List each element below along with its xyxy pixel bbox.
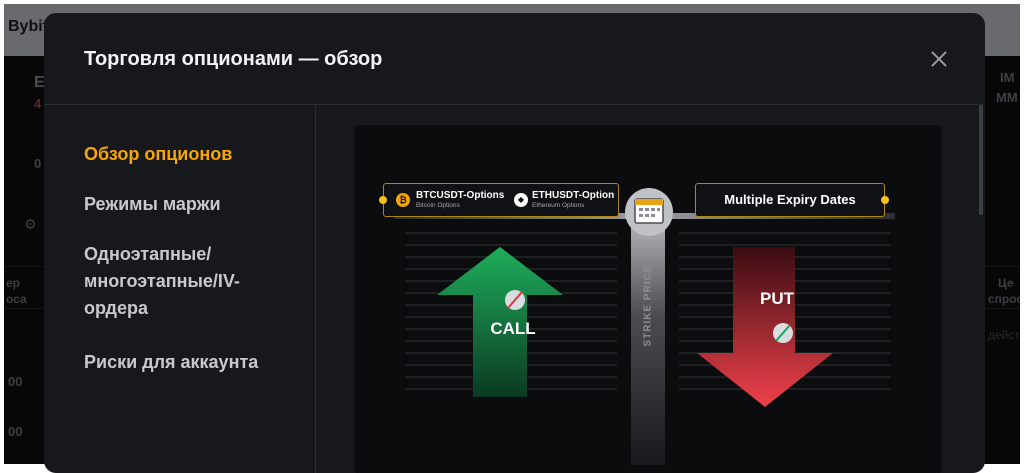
nav-item-options-overview[interactable]: Обзор опционов <box>84 144 233 164</box>
modal-title: Торговля опционами — обзор <box>84 48 383 70</box>
pill-dot <box>379 196 387 204</box>
nav-item-margin-modes[interactable]: Режимы маржи <box>84 194 221 214</box>
bg-fragment: дейст <box>988 328 1020 342</box>
chip-icon: ⚙ <box>24 216 37 232</box>
assets-pill: ₿ BTCUSDT-Options Bitcoin Options ◆ ETHU… <box>379 183 619 217</box>
calendar-icon <box>625 188 673 236</box>
bg-row-value: 00 <box>8 374 23 389</box>
bg-fragment: E <box>34 74 45 91</box>
options-illustration: ₿ BTCUSDT-Options Bitcoin Options ◆ ETHU… <box>355 125 941 473</box>
modal-scrollbar[interactable] <box>979 105 983 215</box>
eth-options-name: ETHUSDT-Option <box>532 190 615 201</box>
brand-logo: Bybit <box>8 18 48 35</box>
bitcoin-icon: ₿ <box>396 193 410 207</box>
bg-row-value: 00 <box>8 424 23 439</box>
btc-options-asset: BTCUSDT-Options Bitcoin Options <box>416 190 504 209</box>
nav-item-account-risks[interactable]: Риски для аккаунта <box>84 352 259 372</box>
ethereum-icon: ◆ <box>514 193 528 207</box>
call-arrow <box>437 247 563 397</box>
options-overview-modal: Торговля опционами — обзор Обзор опционо… <box>44 13 985 473</box>
bg-col-header: спрос <box>988 292 1020 306</box>
bg-fragment: 4 <box>34 96 42 111</box>
put-arrow <box>697 247 833 407</box>
bg-col-header: оса <box>6 292 27 306</box>
pill-dot <box>881 196 889 204</box>
bg-fragment: IM <box>1000 70 1015 85</box>
expiry-label: Multiple Expiry Dates <box>724 192 856 207</box>
btc-options-name: BTCUSDT-Options <box>416 190 505 201</box>
modal-header: Торговля опционами — обзор <box>44 13 985 105</box>
bg-fragment: MM <box>996 90 1018 105</box>
nav-item-order-types[interactable]: Одноэтапные/многоэтапные/IV-ордера <box>84 244 240 318</box>
strike-price-label: STRIKE PRICE <box>642 264 654 347</box>
put-label: PUT <box>760 289 794 308</box>
expiry-pill: Multiple Expiry Dates <box>695 183 889 217</box>
eth-options-sub: Ethereum Options <box>532 202 585 209</box>
bg-col-header: ер <box>6 276 21 290</box>
bg-fragment: 0 <box>34 156 42 171</box>
modal-sidebar: Обзор опционов Режимы маржи Одноэтапные/… <box>44 105 316 473</box>
illustration-graphic <box>395 188 895 465</box>
close-icon[interactable] <box>929 49 949 69</box>
eth-options-asset: ETHUSDT-Option Ethereum Options <box>532 190 614 209</box>
strike-column <box>631 215 665 465</box>
btc-options-sub: Bitcoin Options <box>416 202 460 209</box>
bg-col-header: Це <box>998 276 1014 290</box>
call-label: CALL <box>490 319 536 338</box>
